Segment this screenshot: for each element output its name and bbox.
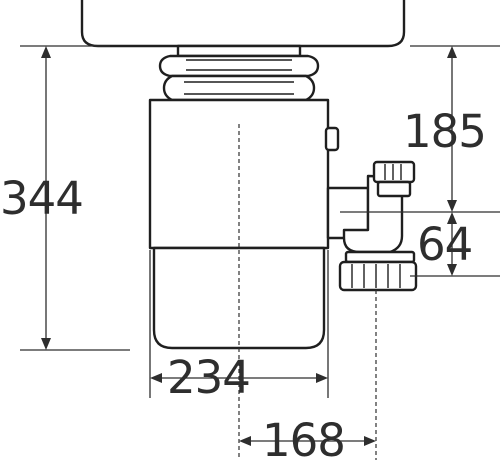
total-height-label: 344 [0,172,83,225]
outlet-offset-dimension: 64 [410,212,500,277]
disposer-body [148,98,340,350]
outlet-offset-label: 64 [417,218,472,271]
body-width-dimension: 234 [149,250,329,404]
upper-height-label: 185 [403,105,486,158]
upper-height-dimension: 185 [340,45,500,213]
outlet-distance-dimension: 168 [239,414,376,467]
outlet-pipe [326,160,418,292]
total-height-dimension: 344 [0,45,130,351]
body-width-label: 234 [167,351,250,404]
mounting-collar [158,44,320,102]
outlet-distance-label: 168 [262,414,345,467]
sink-bowl [80,0,406,48]
